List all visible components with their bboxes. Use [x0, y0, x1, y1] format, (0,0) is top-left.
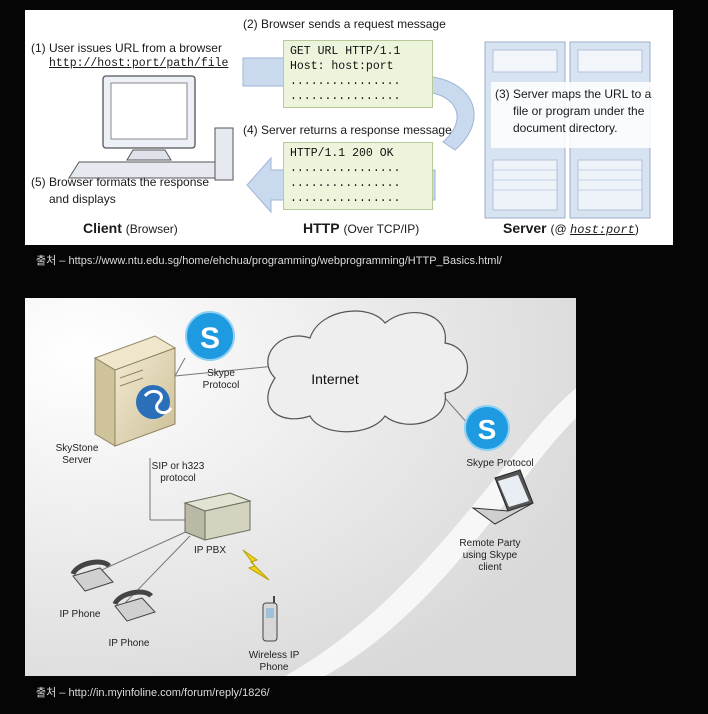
response-line: HTTP/1.1 200 OK [290, 147, 394, 160]
server-curve-arrow [424, 75, 475, 151]
ip-phone-1-label: IP Phone [59, 609, 101, 620]
step3-text-3: document directory. [513, 121, 618, 135]
server-sub-prefix: (@ [550, 222, 570, 236]
skystone-server-label: SkyStone Server [55, 443, 99, 466]
skype-protocol-right-label: Skype Protocol [466, 458, 534, 469]
server-sub-suffix: ) [634, 222, 639, 236]
step4-text: (4) Server returns a response message [243, 123, 452, 137]
skype-network-panel: S S [25, 298, 576, 676]
skystone-logo-icon [136, 385, 173, 419]
step3-text-1: (3) Server maps the URL to a [495, 87, 652, 101]
wireless-phone-icon [262, 596, 278, 642]
wireless-phone-label: Wireless IP Phone [248, 650, 300, 673]
source-caption-1: 출처 – https://www.ntu.edu.sg/home/ehchua/… [36, 255, 502, 267]
response-line: ................ [290, 162, 401, 175]
sip-protocol-label: SIP or h323 protocol [151, 461, 205, 484]
request-line: GET URL HTTP/1.1 [290, 45, 401, 58]
skype-logo-left-icon [185, 311, 235, 361]
response-line: ................ [290, 192, 401, 205]
request-line: Host: host:port [290, 60, 394, 73]
http-label-main: HTTP [303, 220, 340, 236]
server-label: Server (@ host:port) [503, 220, 639, 238]
client-label-main: Client [83, 220, 122, 236]
url-format-text: http://host:port/path/file [49, 57, 229, 70]
wireless-signal-icon [242, 549, 270, 581]
step5-text-1: (5) Browser formats the response [31, 175, 210, 189]
request-line: ................ [290, 90, 401, 103]
client-label-sub: (Browser) [125, 222, 178, 236]
request-message-box: GET URL HTTP/1.1 Host: host:port .......… [283, 40, 433, 108]
http-diagram-panel: (1) User issues URL from a browser http:… [25, 10, 673, 245]
skype-logo-left-letter: S [200, 322, 220, 355]
http-label: HTTP (Over TCP/IP) [303, 220, 419, 237]
server-sub-host: host:port [570, 223, 635, 237]
skype-diagram-graphics: S S [25, 298, 576, 676]
ip-phone-1-icon [70, 559, 114, 592]
source-caption-2: 출처 – http://in.myinfoline.com/forum/repl… [36, 687, 270, 699]
skype-logo-right-icon [464, 405, 510, 451]
ip-pbx-label: IP PBX [193, 545, 227, 556]
internet-cloud [267, 310, 468, 433]
step3-text-2: file or program under the [513, 104, 645, 118]
internet-label: Internet [311, 371, 359, 387]
step5-text-2: and displays [49, 192, 116, 206]
http-label-sub: (Over TCP/IP) [343, 222, 420, 236]
skype-protocol-left-label: Skype Protocol [202, 368, 240, 391]
ip-phone-2-icon [112, 589, 156, 622]
step1-text: (1) User issues URL from a browser [31, 41, 222, 55]
response-message-box: HTTP/1.1 200 OK ................ .......… [283, 142, 433, 210]
remote-party-label: Remote Party using Skype client [459, 538, 521, 573]
ip-pbx-icon [183, 492, 252, 541]
request-line: ................ [290, 75, 401, 88]
response-line: ................ [290, 177, 401, 190]
laptop-icon [471, 469, 534, 525]
server-label-main: Server [503, 220, 547, 236]
client-label: Client (Browser) [83, 220, 178, 237]
client-computer-icon [68, 75, 234, 181]
ip-phone-2-label: IP Phone [108, 638, 150, 649]
step2-text: (2) Browser sends a request message [243, 17, 446, 31]
skype-logo-right-letter: S [478, 414, 497, 445]
